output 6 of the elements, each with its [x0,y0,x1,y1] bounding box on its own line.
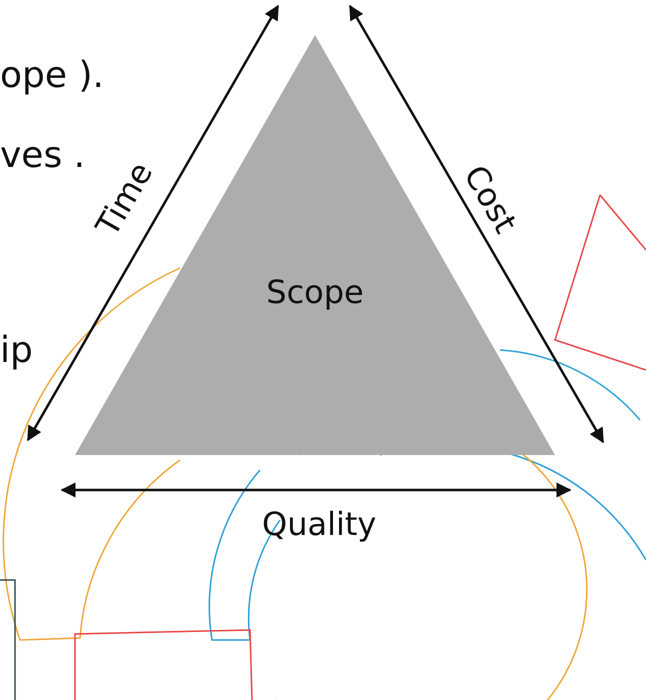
triangle-label: Scope [266,273,364,311]
cut-off-text: ope ). [0,55,104,96]
cut-off-text: ip [0,330,33,371]
side-label: Quality [262,505,376,543]
scope-triangle [75,35,555,455]
cut-off-text: ves . [0,135,86,176]
